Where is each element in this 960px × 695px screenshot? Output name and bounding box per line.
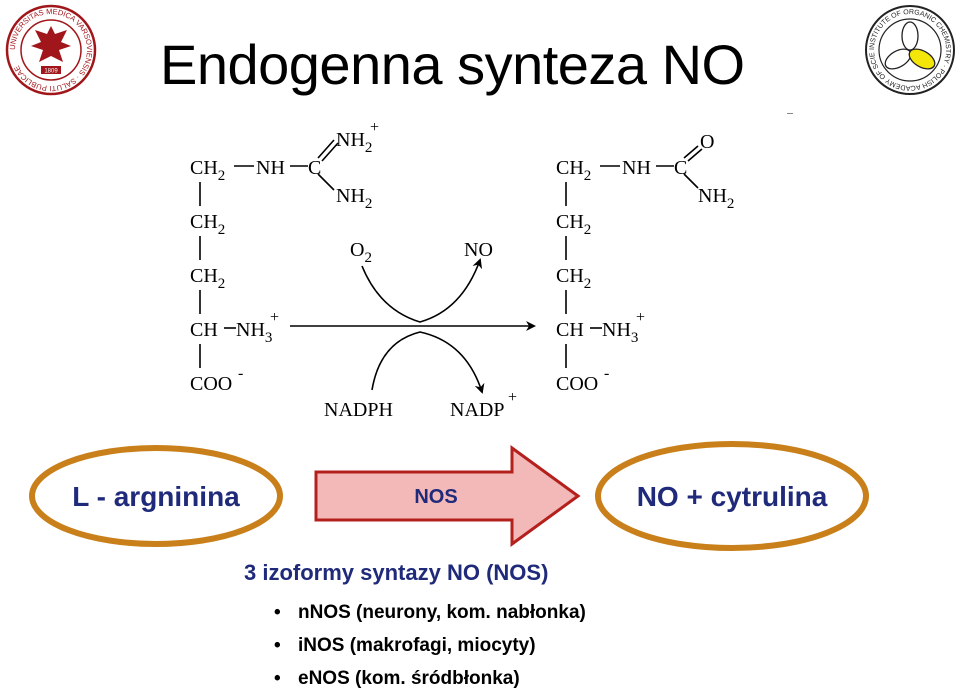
left-nh: NH — [256, 157, 285, 179]
right-nh3-charge: + — [636, 309, 645, 326]
left-ch2-top: CH2 — [190, 157, 225, 184]
right-carbonyl-o: O — [700, 131, 714, 153]
right-nh2: NH2 — [698, 185, 734, 212]
right-ch2-3: CH2 — [556, 265, 591, 292]
right-ch2-top: CH2 — [556, 157, 591, 184]
isoforms-list: • nNOS (neurony, kom. nabłonka) • iNOS (ma… — [270, 596, 586, 695]
isoforms-heading: 3 izoformy syntazy NO (NOS) — [244, 560, 549, 585]
left-nh2: NH2 — [336, 185, 372, 212]
list-item: • eNOS (kom. śródbłonka) — [270, 662, 586, 695]
o2-label: O2 — [350, 239, 372, 266]
left-coo-charge: - — [238, 365, 243, 382]
nadph-label: NADPH — [324, 399, 393, 421]
left-nh3-plus: NH3 — [236, 319, 272, 346]
product-label: NO + cytrulina — [637, 481, 828, 512]
list-item: • iNOS (makrofagi, miocyty) — [270, 629, 586, 662]
left-nh3-charge: + — [270, 309, 279, 326]
reaction-scheme: CH2 NH C NH2 + NH2 CH2 CH2 CH NH3 + COO … — [190, 119, 734, 421]
right-c: C — [674, 157, 687, 179]
left-ch2-2: CH2 — [190, 211, 225, 238]
isoform-nnos: nNOS (neurony, kom. nabłonka) — [298, 602, 586, 623]
left-ch: CH — [190, 319, 218, 341]
left-nh2-plus: NH2 — [336, 129, 372, 156]
institute-organic-chemistry-seal-icon: INSTITUTE OF ORGANIC CHEMISTRY · POLISH … — [864, 4, 955, 95]
right-coo-charge: - — [604, 365, 609, 382]
isoform-inos: iNOS (makrofagi, miocyty) — [298, 635, 536, 656]
right-coo-minus: COO — [556, 373, 598, 395]
substrate-label: L - argninina — [72, 481, 240, 512]
nos-arrow — [314, 445, 581, 547]
substrate-oval — [29, 445, 283, 547]
slide-title: Endogenna synteza NO — [160, 33, 745, 96]
bullet-icon: • — [274, 668, 281, 689]
bullet-icon: • — [274, 602, 281, 623]
nadp-label: NADP — [450, 399, 504, 421]
right-ch: CH — [556, 319, 584, 341]
isoform-enos: eNOS (kom. śródbłonka) — [298, 668, 520, 689]
nadp-charge: + — [508, 389, 517, 406]
no-label: NO — [464, 239, 493, 261]
left-coo-minus: COO — [190, 373, 232, 395]
nos-flow: L - argninina NOS NO + cytrulina — [29, 441, 869, 551]
right-nh: NH — [622, 157, 651, 179]
right-nh3-plus: NH3 — [602, 319, 638, 346]
nos-label: NOS — [414, 486, 457, 508]
left-nh2-plus-charge: + — [370, 119, 379, 136]
left-seal-year: 1809 — [44, 69, 58, 75]
cofactor-arrows: O2 NO NADPH NADP + — [290, 239, 536, 421]
left-ch2-3: CH2 — [190, 265, 225, 292]
university-seal-icon: UNIVERSITAS MEDICA VARSOVIENSIS · SALUTI… — [5, 4, 97, 96]
list-item: • nNOS (neurony, kom. nabłonka) — [270, 596, 586, 629]
decorative-dash — [787, 113, 793, 114]
right-ch2-2: CH2 — [556, 211, 591, 238]
citrulline-structure: CH2 NH C O NH2 CH2 CH2 CH NH3 + COO - — [556, 131, 734, 395]
bullet-icon: • — [274, 635, 281, 656]
product-oval — [595, 441, 869, 551]
left-c: C — [308, 157, 321, 179]
